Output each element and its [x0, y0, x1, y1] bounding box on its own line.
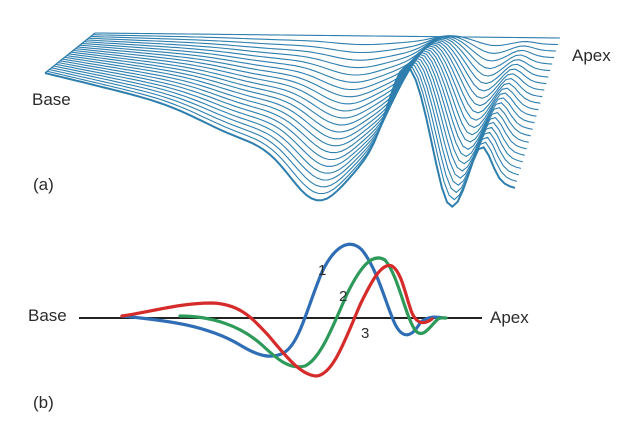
wave-1-number: 1 — [318, 262, 326, 279]
membrane-surface — [44, 32, 561, 209]
panel-b-apex-label: Apex — [490, 308, 529, 327]
panel-b-base-label: Base — [28, 306, 67, 325]
surface-line — [64, 50, 533, 143]
wave-3-number: 3 — [361, 325, 369, 342]
surface-line — [75, 42, 543, 107]
panel-a-base-label: Base — [32, 90, 71, 109]
surface-line — [90, 35, 557, 54]
panel-b-label: (b) — [33, 393, 54, 412]
surface-line — [68, 46, 537, 129]
surface-line — [55, 57, 525, 172]
surface-line — [81, 38, 549, 85]
surface-line — [47, 64, 518, 201]
surface-line — [86, 36, 553, 70]
surface-line — [62, 51, 531, 150]
surface-line — [79, 39, 547, 92]
surface-base-edge — [44, 32, 96, 74]
panel-a: Base Apex (a) — [32, 32, 611, 209]
surface-line — [66, 48, 535, 136]
surface-line — [60, 53, 529, 158]
wave-1-line — [120, 242, 446, 358]
surface-line — [77, 41, 545, 99]
surface-line — [88, 35, 555, 62]
surface-line — [84, 37, 551, 77]
surface-line — [51, 60, 522, 186]
surface-line — [49, 62, 520, 194]
wave-2-number: 2 — [339, 288, 347, 305]
surface-line — [57, 55, 527, 165]
surface-line — [71, 45, 539, 121]
wave-3-line — [120, 263, 434, 378]
panel-b: 1 2 3 Base Apex (b) — [28, 242, 529, 412]
surface-line — [73, 43, 541, 114]
panel-a-label: (a) — [33, 175, 54, 194]
surface-line — [92, 34, 559, 47]
surface-line — [53, 58, 523, 179]
surface-line — [94, 32, 561, 39]
surface-line — [44, 65, 516, 209]
wave-2-line — [178, 256, 448, 369]
panel-a-apex-label: Apex — [572, 46, 611, 65]
